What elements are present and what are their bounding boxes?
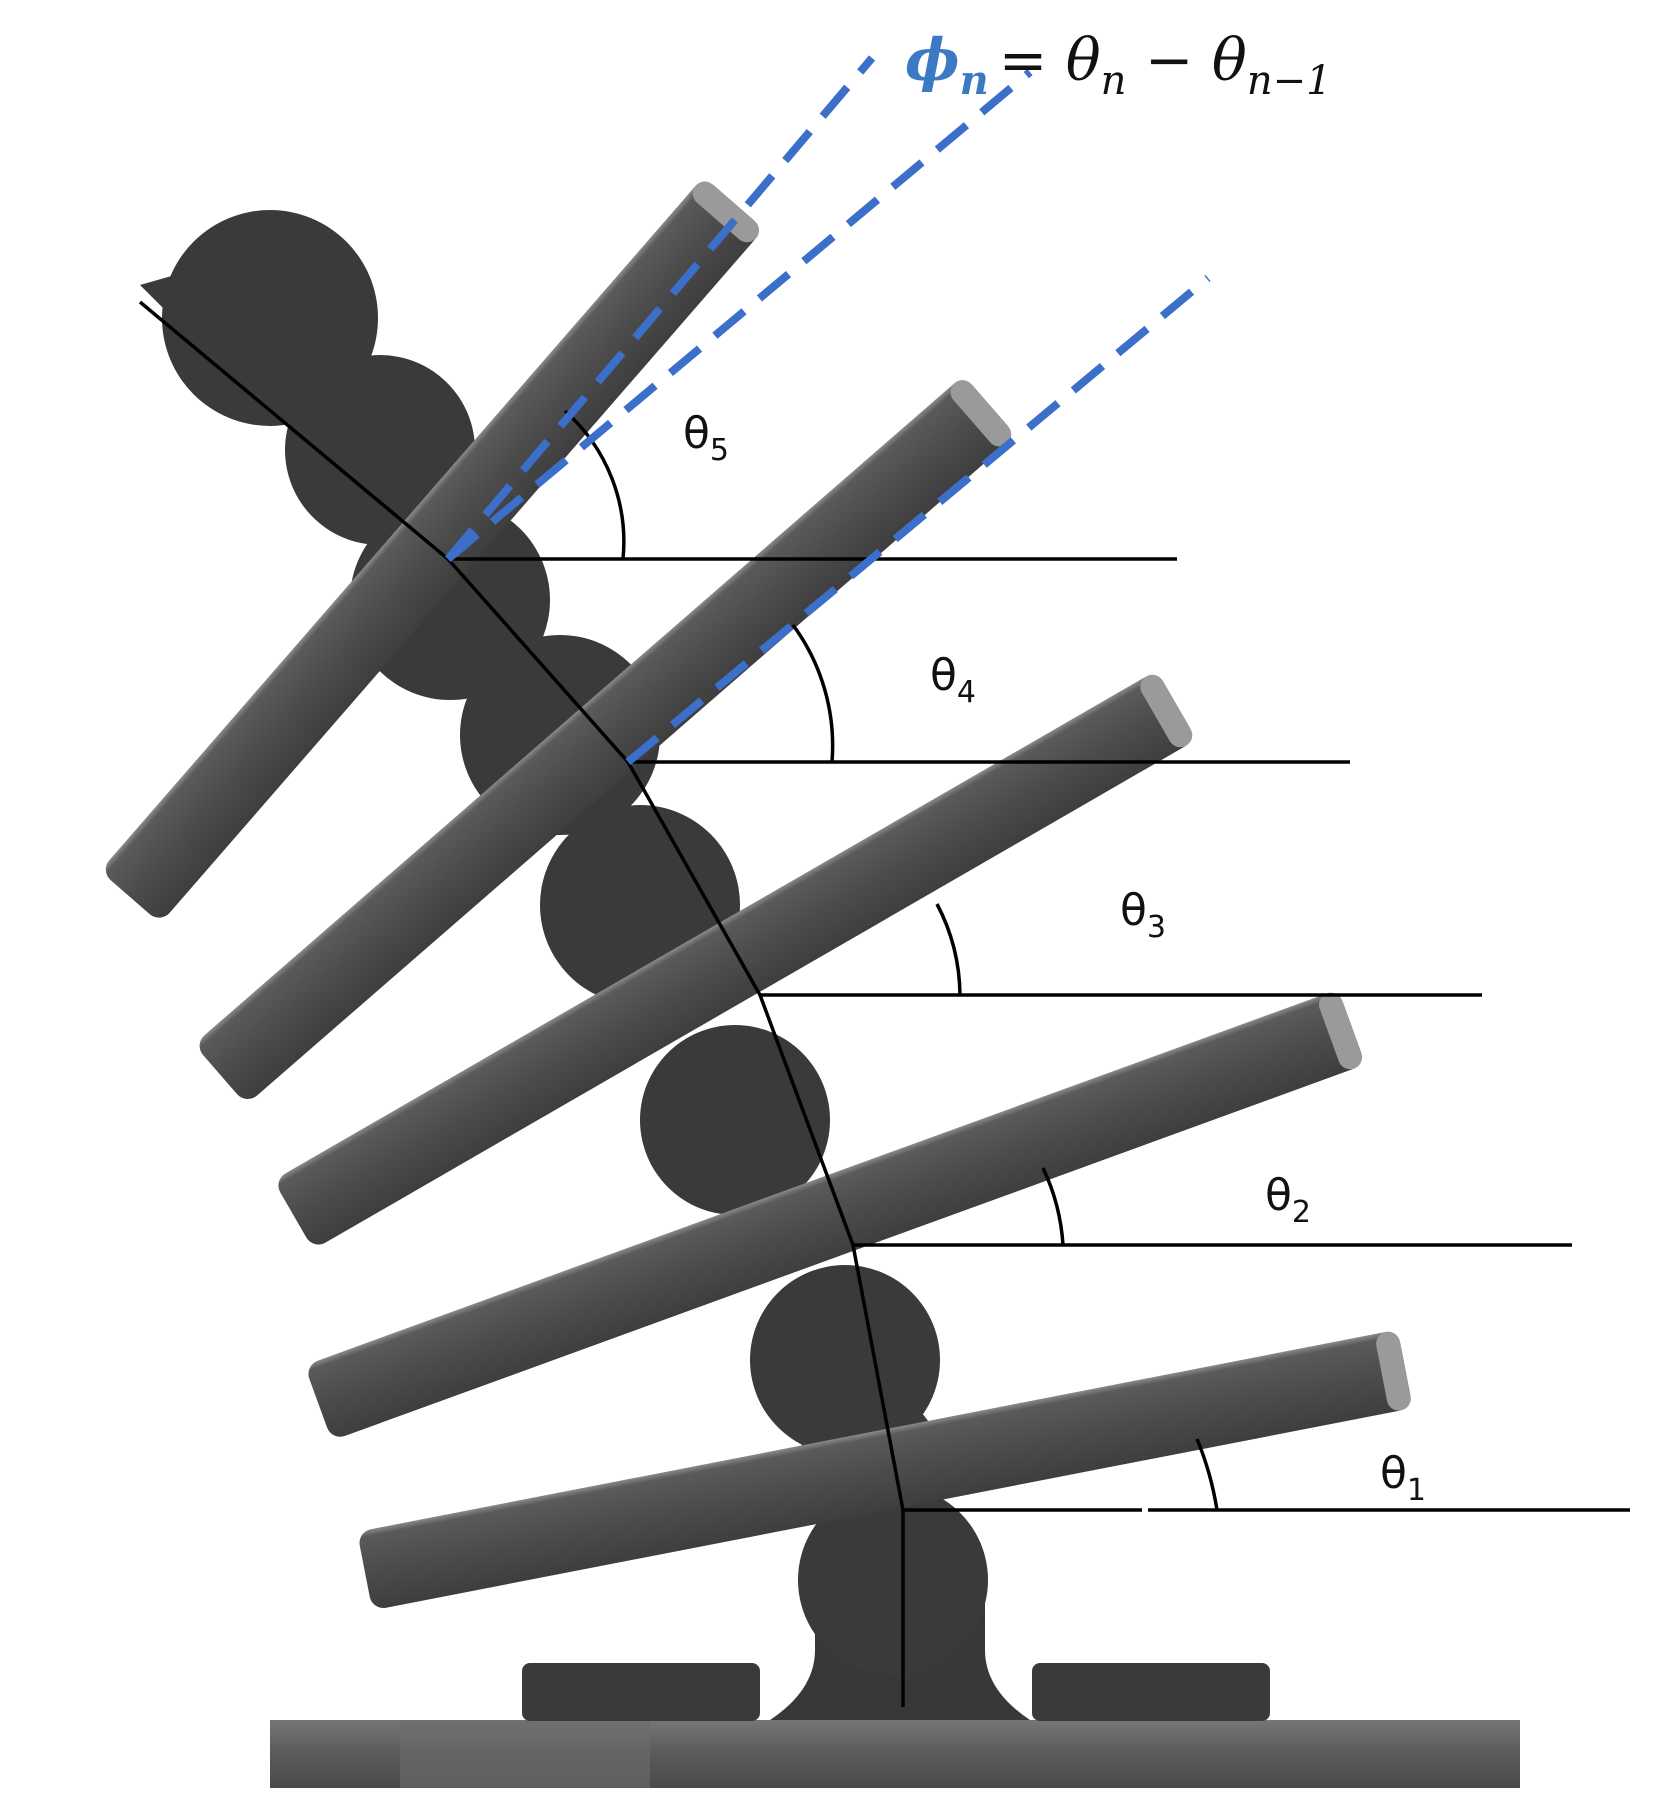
- spine-top-tab: [140, 275, 220, 330]
- base-pad-left: [522, 1663, 760, 1721]
- angle-label-3: θ3: [1120, 885, 1166, 945]
- base-plate-highlight: [400, 1720, 650, 1788]
- dashed-line-3: [625, 274, 1211, 766]
- angle-arc-2: [1041, 1167, 1065, 1246]
- angle-label-1: θ1: [1380, 1448, 1426, 1508]
- base-pad-right: [1032, 1663, 1270, 1721]
- dashed-line-2: [445, 68, 1033, 563]
- blade-end-highlight: [950, 380, 1012, 447]
- blade-body: [278, 675, 1192, 1245]
- blade: [278, 674, 1193, 1245]
- dashed-lines: [444, 55, 1211, 766]
- angle-label-4: θ4: [930, 650, 976, 710]
- blade-body: [105, 182, 759, 918]
- phase-equation: ϕn= θn − θn−1: [905, 26, 1332, 104]
- angle-arc-3: [935, 903, 962, 996]
- angle-arc-5: [563, 409, 626, 560]
- spine-lobe: [798, 1485, 988, 1675]
- reference-lines: [448, 557, 1630, 1512]
- angle-label-2: θ2: [1265, 1170, 1311, 1230]
- angle-arc-1: [1195, 1438, 1219, 1511]
- blade-body: [308, 993, 1362, 1437]
- blade-end-highlight: [1140, 674, 1193, 748]
- angle-label-5: θ5: [683, 408, 729, 468]
- blade: [359, 1331, 1411, 1608]
- blade-end-highlight: [1318, 992, 1363, 1070]
- angle-labels: θ5 θ4 θ3 θ2 θ1: [683, 408, 1426, 1508]
- blade: [308, 992, 1363, 1437]
- angle-arcs: [563, 409, 1219, 1511]
- dashed-line-1: [444, 55, 876, 562]
- equation-lhs: ϕ: [905, 26, 960, 94]
- spine-lobe: [162, 210, 378, 426]
- blade: [105, 181, 760, 918]
- blade-body: [359, 1332, 1411, 1608]
- angle-arc-4: [791, 623, 835, 763]
- spine-lobe: [640, 1025, 830, 1215]
- blade-end-highlight: [1376, 1331, 1411, 1411]
- blade-end-highlight: [692, 181, 760, 243]
